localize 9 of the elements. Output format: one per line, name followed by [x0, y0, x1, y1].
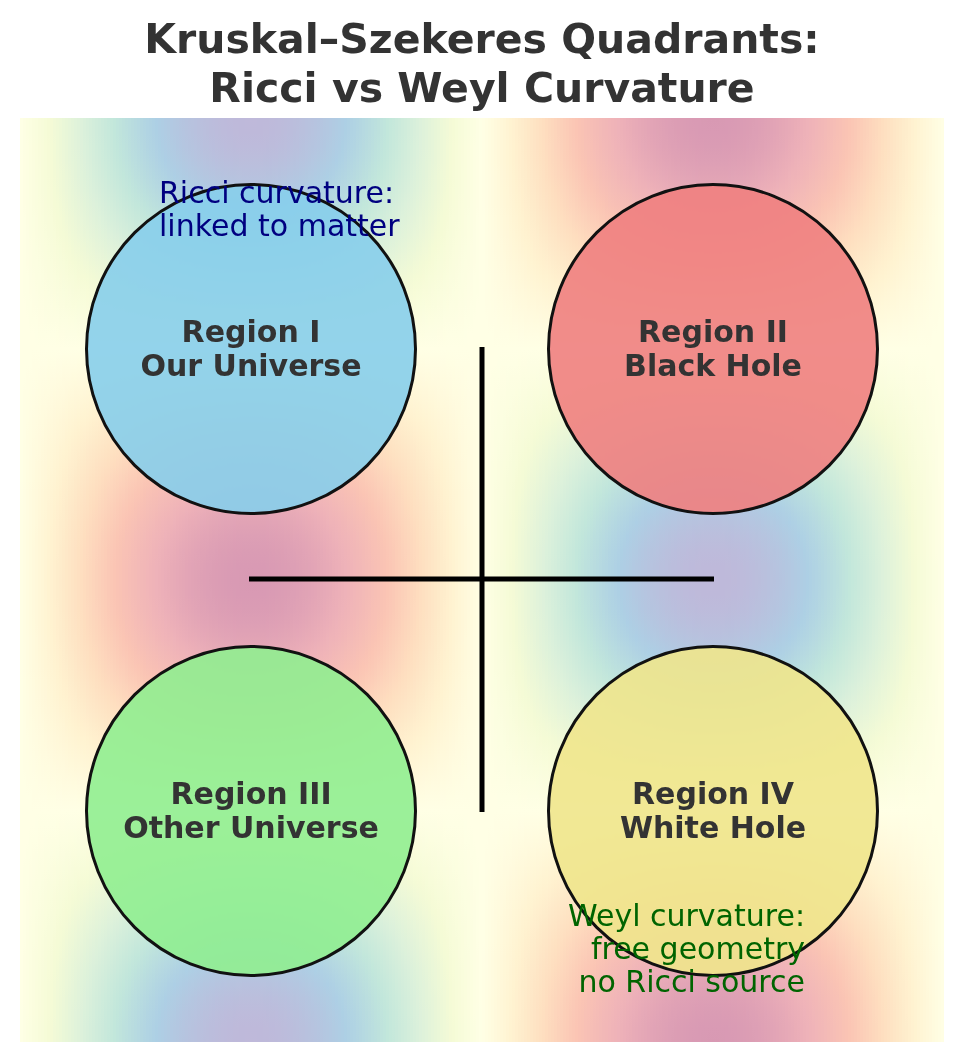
region-name: White Hole: [619, 811, 807, 845]
diagram-title: Kruskal–Szekeres Quadrants: Ricci vs Weyl Curvature: [143, 15, 821, 113]
region-label: Region IV: [632, 777, 794, 811]
region-label: Region I: [181, 315, 321, 349]
region-name: Other Universe: [123, 811, 379, 845]
region-label: Region III: [170, 777, 332, 811]
region-name: Black Hole: [624, 349, 802, 383]
region-label: Region II: [638, 315, 788, 349]
region-name: Our Universe: [140, 349, 362, 383]
